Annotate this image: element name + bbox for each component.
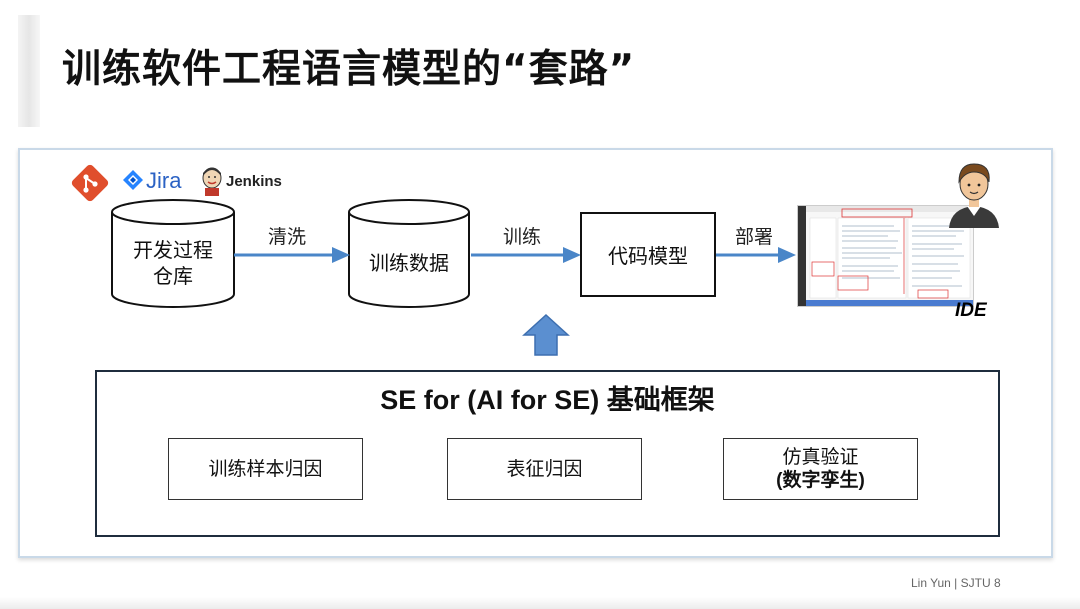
bottom-shadow (0, 597, 1080, 609)
repo-cylinder (111, 199, 235, 308)
ide-label: IDE (955, 300, 987, 321)
simulation-validation-line1: 仿真验证 (782, 446, 859, 468)
title-accent-bar (18, 15, 40, 127)
jenkins-icon (202, 167, 222, 196)
git-icon (71, 164, 109, 202)
training-data-cylinder (348, 199, 470, 308)
ide-code-image (798, 206, 973, 306)
page-title: 训练软件工程语言模型的“套路” (62, 47, 636, 92)
ide-screenshot (797, 205, 974, 307)
arrow-repo-to-data (234, 247, 350, 263)
jira-logo-text: Jira (146, 168, 182, 193)
clean-label: 清洗 (268, 226, 307, 248)
deploy-label: 部署 (735, 226, 774, 248)
jenkins-logo-text: Jenkins (226, 173, 282, 190)
training-data-label: 训练数据 (369, 251, 449, 275)
up-arrow-icon (522, 313, 570, 356)
sample-attribution-box: 训练样本归因 (168, 438, 363, 500)
code-model-box: 代码模型 (580, 212, 716, 297)
arrow-data-to-model (471, 247, 581, 263)
simulation-validation-line2: (数字孪生) (776, 470, 865, 491)
jira-icon (123, 170, 143, 190)
simulation-validation-box: 仿真验证 (数字孪生) (723, 438, 918, 500)
arrow-model-to-ide (716, 247, 796, 263)
framework-title: SE for (AI for SE) 基础框架 (380, 385, 715, 415)
representation-attribution-box: 表征归因 (447, 438, 642, 500)
repo-label-line2: 仓库 (153, 264, 193, 288)
slide-footer: Lin Yun | SJTU 8 (911, 576, 1001, 590)
repo-label-line1: 开发过程 (133, 238, 213, 262)
train-label: 训练 (503, 226, 542, 248)
developer-avatar-icon (949, 163, 999, 228)
repo-label: 开发过程 仓库 (112, 237, 234, 289)
